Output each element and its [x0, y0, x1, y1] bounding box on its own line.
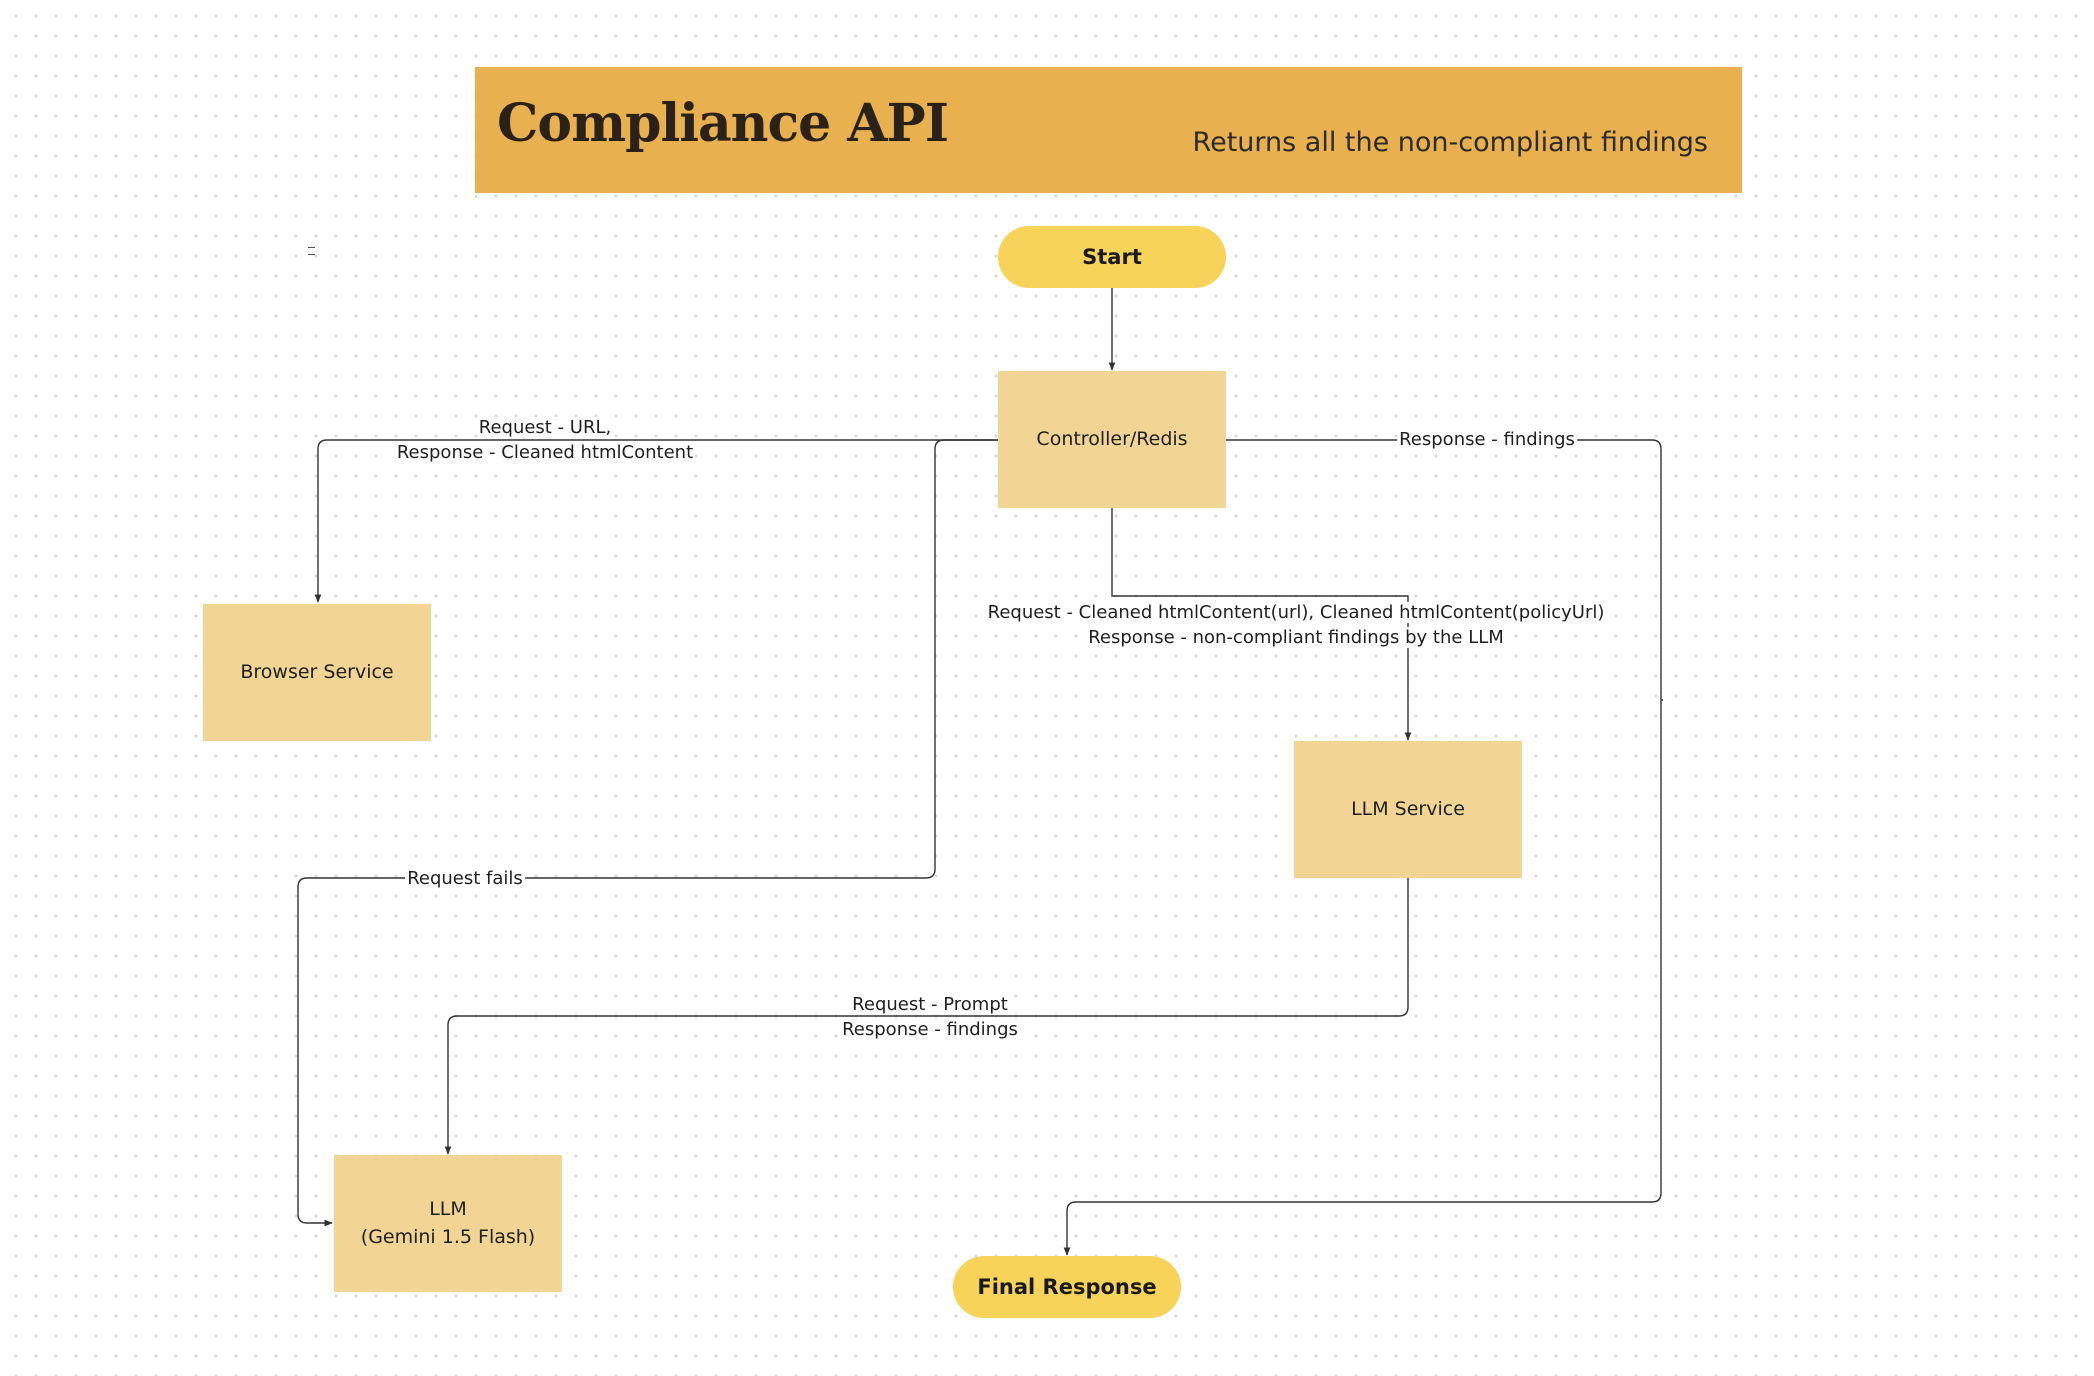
- page-subtitle: Returns all the non-compliant findings: [1192, 127, 1708, 158]
- edge-label-request-fails: Request fails: [405, 866, 525, 891]
- edge-controller-to-llm-fallback: [297, 439, 998, 1227]
- browser-service-node[interactable]: Browser Service: [203, 604, 431, 741]
- edge-label-response-findings-text: Response - findings: [1397, 429, 1577, 450]
- edge-controller-to-browser: [314, 439, 998, 603]
- page-title: Compliance API: [497, 93, 949, 154]
- llm-label: LLM: [429, 1197, 467, 1220]
- edge-label-browser-response: Response - Cleaned htmlContent: [394, 442, 696, 463]
- edge-label-prompt: Request - Prompt Response - findings: [840, 992, 1020, 1042]
- stray-mark: [308, 247, 315, 255]
- llm-model-label: (Gemini 1.5 Flash): [360, 1225, 536, 1248]
- edge-label-llm-service-request: Request - Cleaned htmlContent(url), Clea…: [985, 602, 1607, 623]
- start-node[interactable]: Start: [998, 226, 1226, 288]
- edge-llm-service-to-llm: [444, 878, 1409, 1155]
- edge-label-llm-service-response: Response - non-compliant findings by the…: [1086, 627, 1506, 648]
- edge-label-request-fails-text: Request fails: [405, 868, 525, 889]
- browser-service-label: Browser Service: [240, 660, 394, 683]
- edge-label-response-findings: Response - findings: [1397, 427, 1577, 452]
- controller-redis-node[interactable]: Controller/Redis: [998, 371, 1226, 508]
- edge-label-prompt-request: Request - Prompt: [850, 994, 1010, 1015]
- edge-controller-to-final-response: [1063, 439, 1662, 1256]
- llm-node[interactable]: LLM (Gemini 1.5 Flash): [334, 1155, 562, 1292]
- llm-service-label: LLM Service: [1351, 797, 1465, 820]
- edge-label-browser-request: Request - URL,: [476, 417, 614, 438]
- llm-service-node[interactable]: LLM Service: [1294, 741, 1522, 878]
- controller-redis-label: Controller/Redis: [1036, 427, 1188, 450]
- edge-label-browser: Request - URL, Response - Cleaned htmlCo…: [394, 415, 696, 465]
- edge-controller-to-llm-service: [1111, 508, 1412, 741]
- header-banner: Compliance API Returns all the non-compl…: [475, 67, 1742, 193]
- edge-label-llm-service: Request - Cleaned htmlContent(url), Clea…: [985, 600, 1607, 650]
- edge-label-prompt-response: Response - findings: [840, 1019, 1020, 1040]
- final-response-node[interactable]: Final Response: [953, 1256, 1181, 1318]
